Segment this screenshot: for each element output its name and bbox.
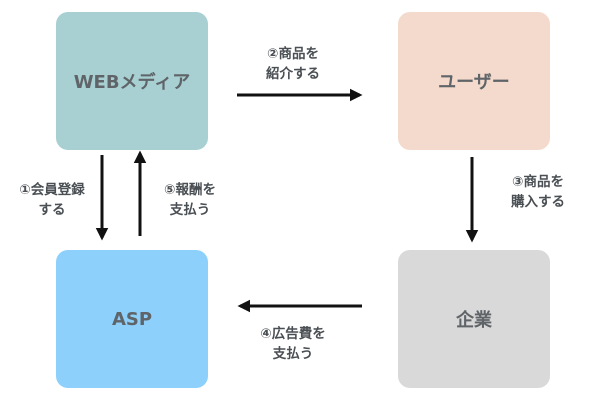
step3-line1: ③商品を (512, 174, 564, 190)
step1-line1: ①会員登録 (19, 182, 85, 198)
step1-label: ①会員登録 する (12, 180, 92, 220)
step4-line2: 支払う (272, 346, 314, 362)
step5-line1: ⑤報酬を (164, 182, 216, 198)
node-asp: ASP (56, 250, 208, 388)
step2-label: ②商品を 紹介する (243, 44, 343, 84)
step3-label: ③商品を 購入する (490, 172, 586, 212)
step2-line1: ②商品を (267, 46, 319, 62)
node-asp-label: ASP (111, 308, 153, 330)
node-company-label: 企業 (456, 310, 492, 331)
step2-line2: 紹介する (266, 66, 320, 82)
node-user-label: ユーザー (438, 72, 510, 93)
node-web-media-label: WEBメディア (73, 72, 191, 93)
step3-line2: 購入する (511, 194, 565, 210)
step5-line2: 支払う (169, 202, 211, 218)
step5-label: ⑤報酬を 支払う (150, 180, 230, 220)
node-company: 企業 (398, 250, 550, 388)
node-user: ユーザー (398, 12, 550, 150)
node-web-media: WEBメディア (56, 12, 208, 150)
step1-line2: する (38, 202, 66, 218)
step4-label: ④広告費を 支払う (243, 324, 343, 364)
step4-line1: ④広告費を (260, 326, 326, 342)
